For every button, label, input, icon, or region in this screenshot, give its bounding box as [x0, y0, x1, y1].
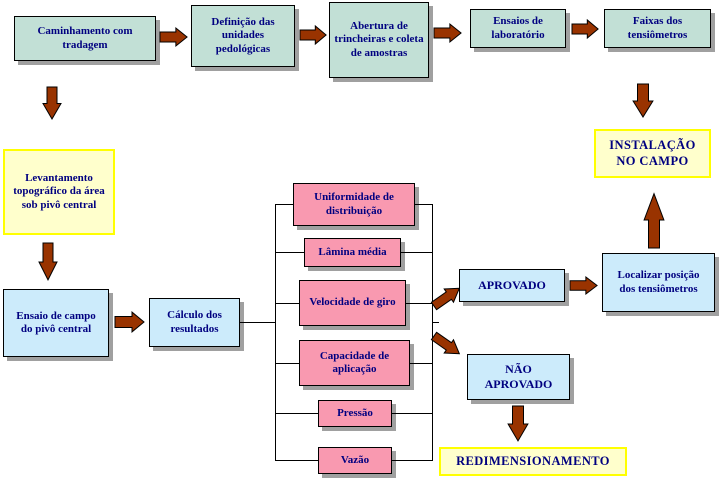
bracket-right-tick-vazao	[392, 460, 432, 461]
arrow-abertura-to-ensaios-icon	[434, 23, 462, 43]
arrow-ensaio-campo-to-calculo-icon	[115, 311, 145, 333]
box-nao-aprovado: NÃO APROVADO	[467, 354, 570, 400]
arrow-ensaios-to-faixas-icon	[572, 19, 599, 39]
arrow-definicao-to-abertura-icon	[300, 25, 327, 45]
arrow-resultados-to-nao-aprovado-icon	[429, 329, 466, 362]
box-ensaios-laboratorio: Ensaios de laboratório	[470, 9, 566, 48]
bracket-left-tick-velocidade	[275, 303, 299, 304]
box-abertura-trincheiras: Abertura de trincheiras e coleta de amos…	[329, 2, 429, 78]
bracket-left-tick-capacidade	[275, 363, 299, 364]
box-instalacao-no-campo: INSTALAÇÃO NO CAMPO	[594, 129, 711, 178]
arrow-nao-aprovado-to-redimensionamento-icon	[507, 406, 529, 442]
bracket-right-vertical-line	[432, 204, 433, 461]
arrow-caminhamento-to-definicao-icon	[160, 27, 188, 47]
box-caminhamento-com-tradagem: Caminhamento com tradagem	[14, 16, 156, 61]
box-localizar-posicao-tensiometros: Localizar posição dos tensiômetros	[602, 253, 715, 312]
box-pressao: Pressão	[318, 400, 392, 427]
bracket-right-tick-lamina	[401, 252, 432, 253]
arrow-aprovado-to-localizar-icon	[570, 276, 598, 295]
bracket-right-tick-uniformidade	[415, 204, 432, 205]
box-lamina-media: Lâmina média	[304, 238, 401, 267]
box-vazao: Vazão	[318, 447, 392, 474]
box-velocidade-giro: Velocidade de giro	[299, 280, 406, 326]
box-definicao-unidades-pedologicas: Definição das unidades pedológicas	[191, 5, 295, 67]
box-capacidade-aplicacao: Capacidade de aplicação	[299, 340, 410, 386]
box-calculo-resultados: Cálculo dos resultados	[149, 298, 240, 347]
bracket-right-tick-capacidade	[410, 363, 432, 364]
arrow-caminhamento-to-levantamento-icon	[42, 87, 62, 120]
box-redimensionamento: REDIMENSIONAMENTO	[439, 447, 627, 476]
bracket-right-tick-pressao	[392, 413, 432, 414]
arrow-localizar-to-instalacao-icon	[643, 192, 665, 248]
bracket-left-tick-lamina	[275, 252, 304, 253]
connector-line-calculo-bracket	[240, 322, 275, 323]
box-ensaio-campo-pivo: Ensaio de campo do pivô central	[3, 289, 109, 357]
bracket-left-tick-pressao	[275, 413, 318, 414]
bracket-left-tick-vazao	[275, 460, 318, 461]
box-aprovado: APROVADO	[459, 269, 565, 302]
bracket-left-tick-uniformidade	[275, 204, 293, 205]
box-uniformidade-distribuicao: Uniformidade de distribuição	[293, 183, 415, 226]
bracket-left-vertical-line	[275, 204, 276, 461]
box-levantamento-topografico: Levantamento topográfico da área sob piv…	[3, 149, 115, 235]
arrow-levantamento-to-ensaio-campo-icon	[38, 243, 58, 281]
bracket-right-tick-velocidade	[406, 303, 432, 304]
box-faixas-tensiometros: Faixas dos tensiômetros	[604, 9, 711, 48]
arrow-faixas-to-instalacao-icon	[632, 84, 654, 118]
arrow-resultados-to-aprovado-icon	[429, 280, 466, 313]
bracket-right-stub-line	[432, 322, 439, 323]
